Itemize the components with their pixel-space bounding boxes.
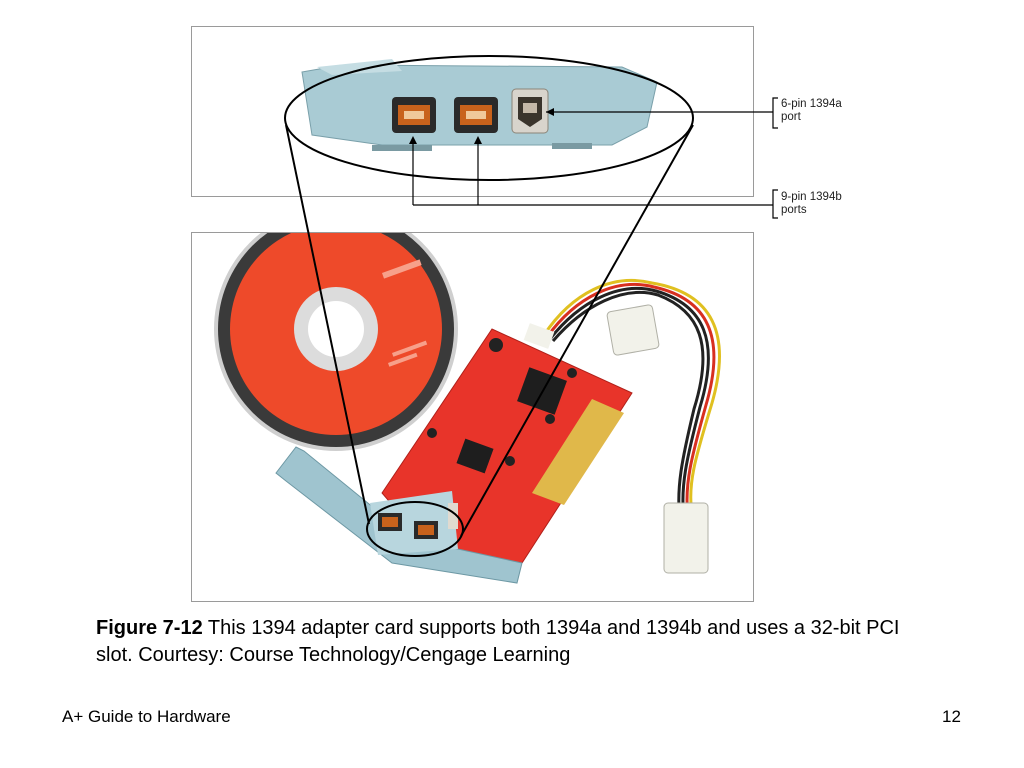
figure-caption-text: This 1394 adapter card supports both 139… <box>96 617 900 666</box>
callout-9pin-label: 9-pin 1394b ports <box>781 191 871 217</box>
adapter-card-photo <box>191 207 754 602</box>
callout-9pin-line2: ports <box>781 204 807 216</box>
footer-title: A+ Guide to Hardware <box>62 707 231 726</box>
adapter-card-illustration <box>214 207 721 584</box>
port-6pin <box>511 88 549 134</box>
page-number: 12 <box>942 707 961 726</box>
figure-caption: Figure 7-12 This 1394 adapter card suppo… <box>96 615 936 669</box>
callout-6pin-line2: port <box>781 111 801 123</box>
bracket-closeup-illustration <box>301 59 658 151</box>
port-9pin-1 <box>392 97 436 133</box>
molex-connector-top-icon <box>606 304 660 356</box>
callout-6pin-label: 6-pin 1394a port <box>781 98 871 124</box>
molex-connector-bottom-icon <box>663 502 709 574</box>
callout-6pin-line1: 6-pin 1394a <box>781 98 842 110</box>
port-9pin-2 <box>454 97 498 133</box>
bracket-closeup-photo <box>191 26 754 197</box>
figure-label: Figure 7-12 <box>96 617 203 639</box>
callout-9pin-line1: 9-pin 1394b <box>781 191 842 203</box>
driver-disc-icon <box>214 207 458 451</box>
bracket-9pin <box>772 189 778 219</box>
bracket-6pin <box>772 97 778 129</box>
